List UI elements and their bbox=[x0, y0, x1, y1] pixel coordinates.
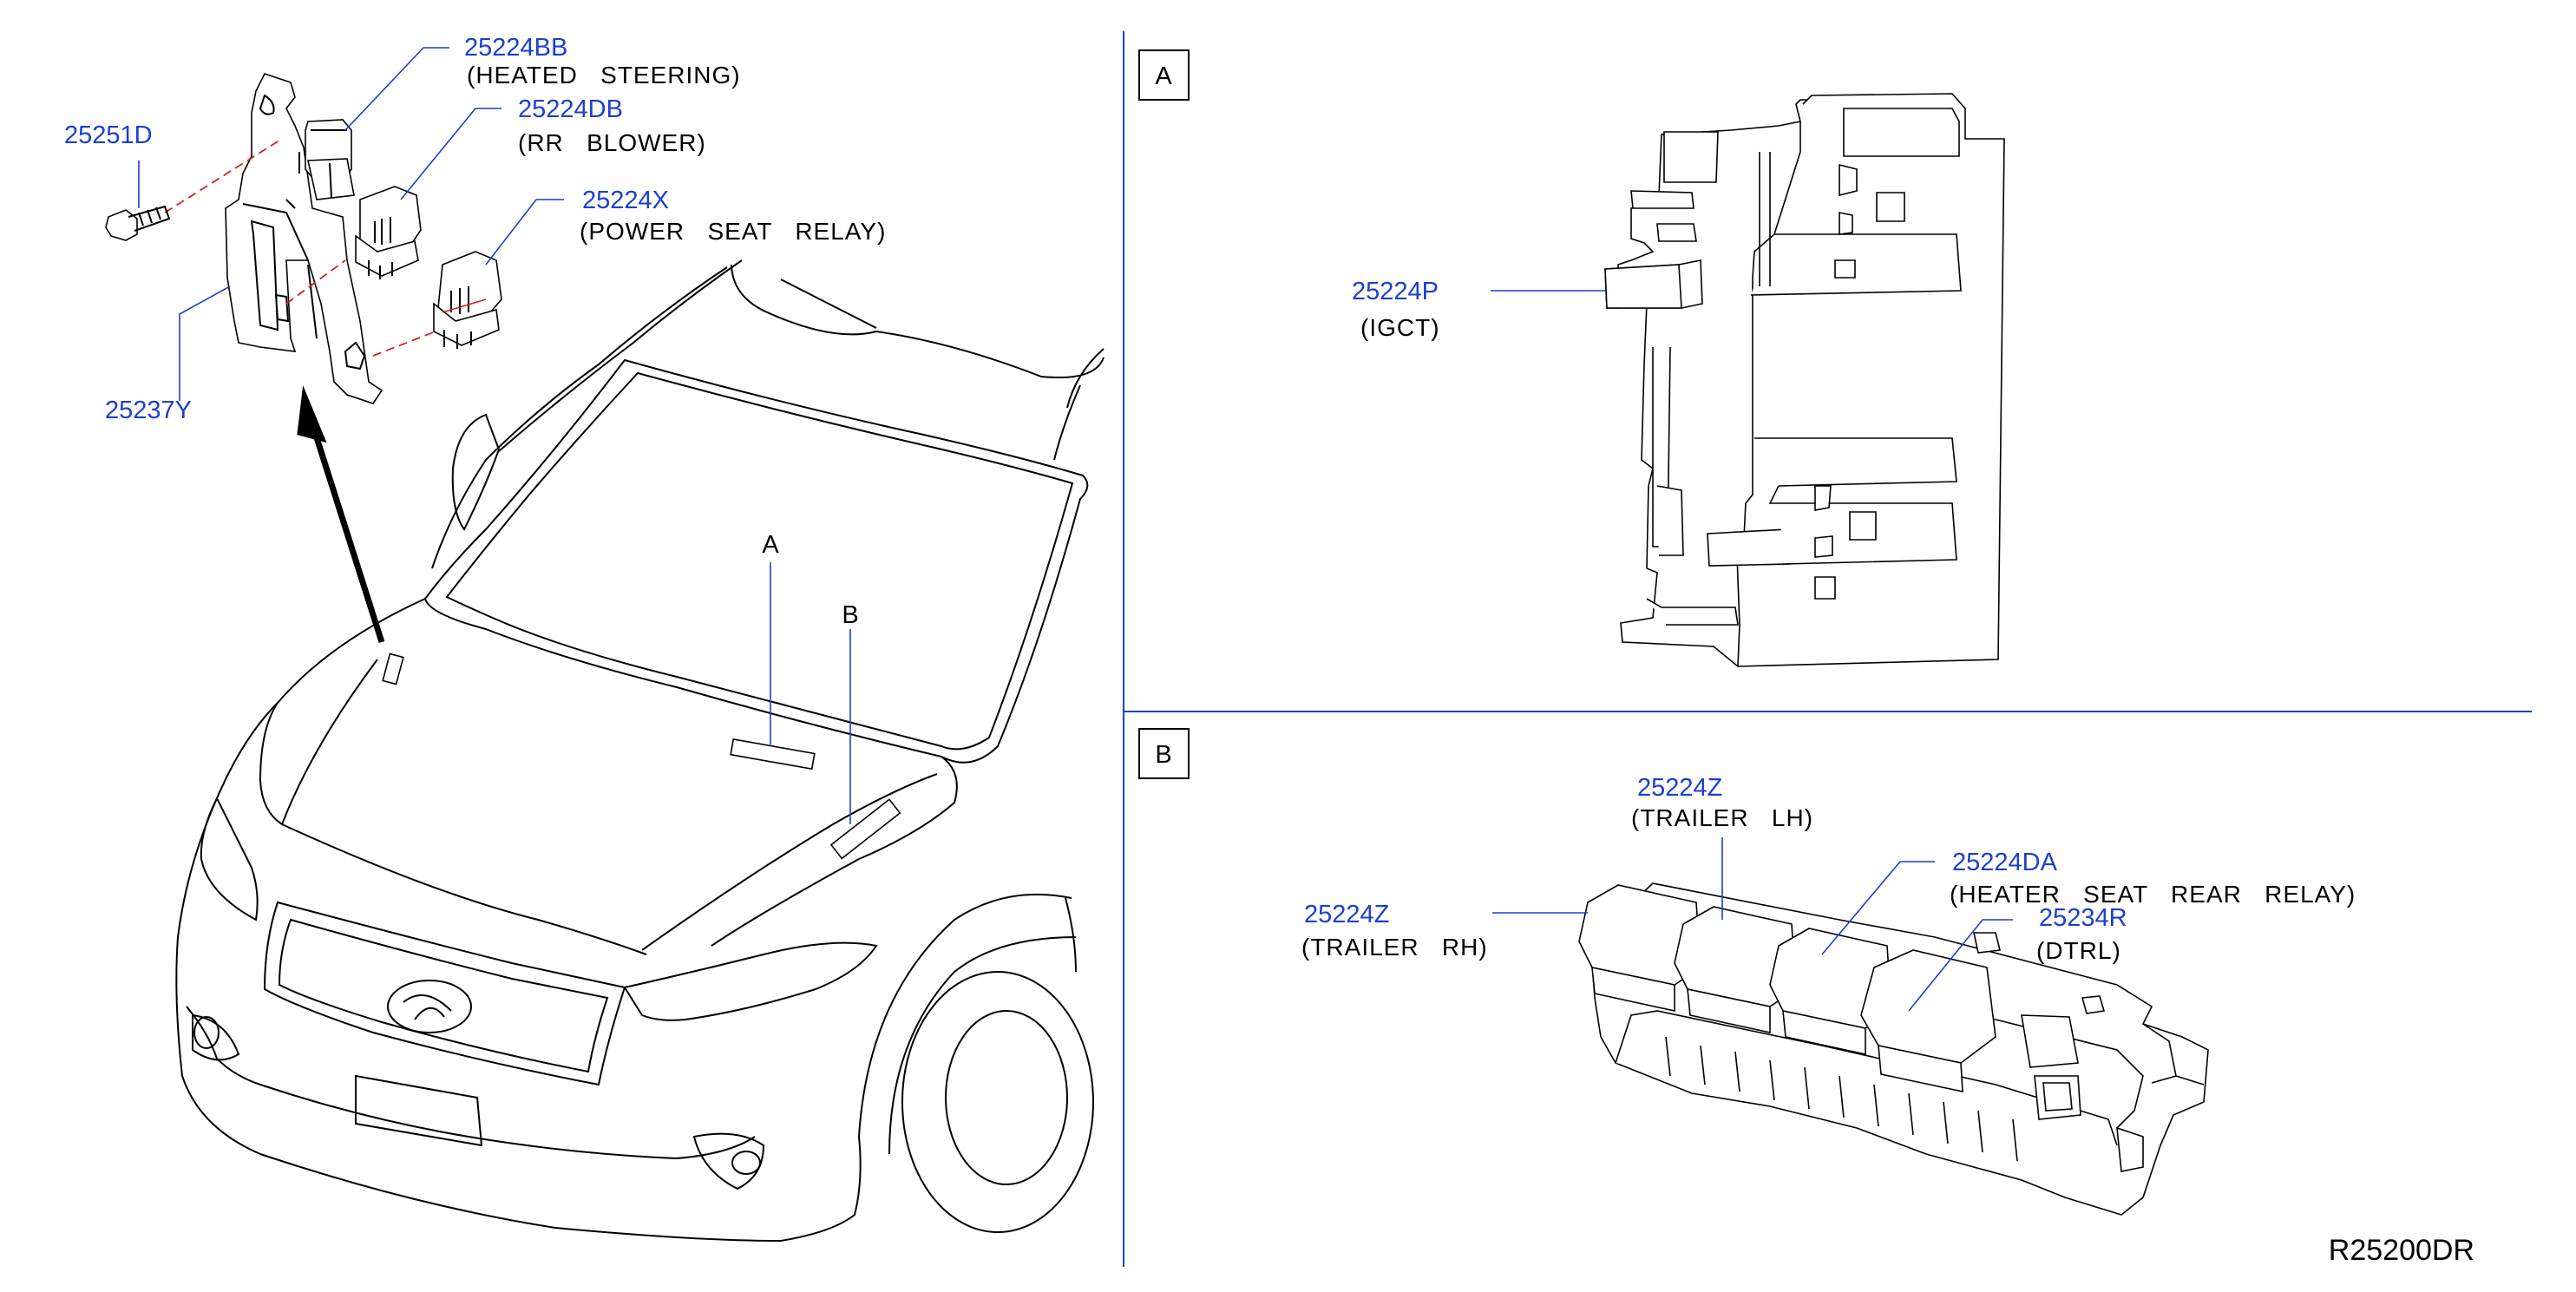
svg-text:25251D: 25251D bbox=[64, 121, 153, 149]
part-label-25224Z-lh: 25224Z (TRAILER LH) bbox=[1631, 774, 1813, 831]
part-label-25224DA: 25224DA (HEATER SEAT REAR RELAY) bbox=[1950, 849, 2356, 908]
svg-text:25224P: 25224P bbox=[1352, 278, 1439, 305]
svg-text:A: A bbox=[762, 531, 779, 559]
svg-text:(TRAILER LH): (TRAILER LH) bbox=[1631, 804, 1813, 831]
svg-text:(HEATED STEERING): (HEATED STEERING) bbox=[467, 62, 741, 89]
svg-text:(TRAILER RH): (TRAILER RH) bbox=[1301, 934, 1488, 961]
pointer-arrow bbox=[297, 385, 385, 644]
panel-b-leaders bbox=[1492, 837, 2013, 1012]
svg-text:(IGCT): (IGCT) bbox=[1360, 314, 1440, 341]
svg-text:(DTRL): (DTRL) bbox=[2036, 937, 2121, 964]
part-label-25224DB: 25224DB (RR BLOWER) bbox=[518, 95, 706, 156]
part-label-25224Z-rh: 25224Z (TRAILER RH) bbox=[1301, 901, 1488, 961]
svg-text:B: B bbox=[1155, 741, 1171, 769]
panel-b-label: B bbox=[1138, 728, 1190, 779]
svg-text:25224DB: 25224DB bbox=[518, 95, 623, 123]
part-label-25251D: 25251D bbox=[64, 121, 153, 149]
relay-25224P bbox=[1491, 264, 1682, 309]
svg-text:25237Y: 25237Y bbox=[105, 397, 192, 424]
vehicle-illustration bbox=[175, 259, 1104, 1243]
diagram-ref-code: R25200DR bbox=[2329, 1234, 2474, 1267]
svg-text:(POWER SEAT RELAY): (POWER SEAT RELAY) bbox=[580, 218, 886, 245]
svg-text:25224X: 25224X bbox=[582, 187, 669, 214]
svg-text:25224DA: 25224DA bbox=[1952, 849, 2058, 876]
panel-b-relay-block bbox=[1578, 882, 2209, 1216]
location-mark-a: A bbox=[730, 531, 816, 771]
svg-text:25224Z: 25224Z bbox=[1637, 774, 1722, 802]
svg-text:25224BB: 25224BB bbox=[464, 34, 567, 62]
part-label-25237Y: 25237Y bbox=[105, 397, 192, 424]
panel-a-label: A bbox=[1138, 49, 1190, 101]
panel-dividers bbox=[1123, 31, 2532, 1267]
svg-text:A: A bbox=[1155, 62, 1172, 90]
svg-text:25234R: 25234R bbox=[2039, 904, 2127, 932]
part-label-25224P: 25224P (IGCT) bbox=[1352, 278, 1440, 341]
svg-text:(HEATER SEAT REAR RELAY): (HEATER SEAT REAR RELAY) bbox=[1950, 881, 2356, 908]
panel-a-relay-box bbox=[1604, 93, 2005, 667]
part-label-25234R: 25234R (DTRL) bbox=[2036, 904, 2127, 964]
part-label-25224X: 25224X (POWER SEAT RELAY) bbox=[580, 187, 886, 245]
relay-bracket-location bbox=[382, 653, 404, 685]
svg-text:(RR BLOWER): (RR BLOWER) bbox=[518, 129, 706, 156]
location-mark-b: B bbox=[829, 601, 901, 860]
svg-text:B: B bbox=[842, 601, 858, 629]
svg-text:25224Z: 25224Z bbox=[1304, 901, 1389, 928]
relay-bracket-assembly bbox=[105, 47, 564, 404]
part-label-25224BB: 25224BB (HEATED STEERING) bbox=[464, 34, 741, 89]
